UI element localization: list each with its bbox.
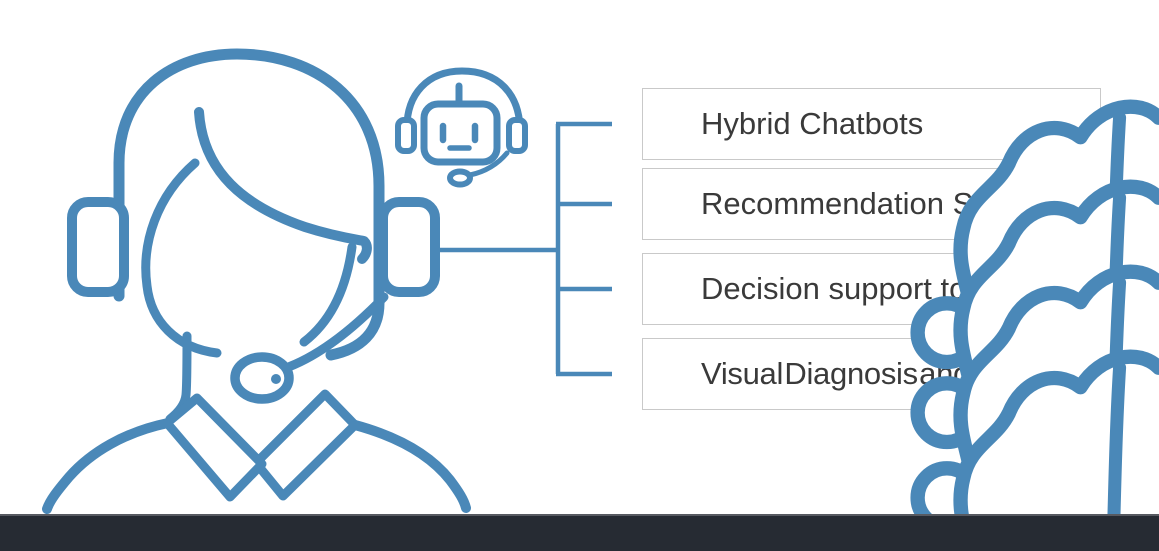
category-box-decision-support-tools: Decision support tools (IDSS) — [642, 253, 1108, 325]
category-box-hybrid-chatbots: Hybrid Chatbots — [642, 88, 1101, 160]
category-label: Decision support tools (IDSS) — [701, 271, 1108, 306]
bottom-bar — [0, 514, 1159, 551]
category-label: Recommendation Systems — [701, 186, 1072, 221]
support-agent-headset-icon — [42, 48, 471, 514]
category-box-visual-diagnosis: Visual Diagnosis and Resolution — [642, 338, 1115, 410]
category-box-recommendation-systems: Recommendation Systems — [642, 168, 1101, 240]
category-label: Visual Diagnosis and Resolution — [701, 356, 1115, 391]
connector-tree — [437, 121, 612, 377]
category-label: Hybrid Chatbots — [701, 106, 924, 141]
chatbot-robot-icon — [395, 67, 528, 188]
